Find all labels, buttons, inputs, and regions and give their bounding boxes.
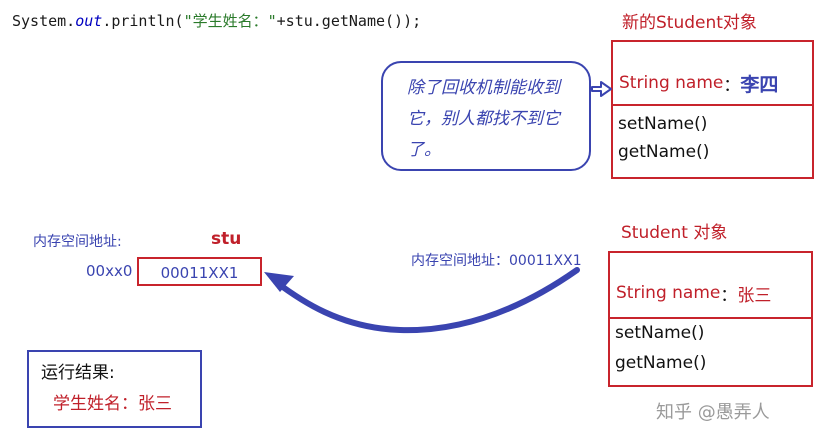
reference-arrow-head xyxy=(264,272,294,292)
new-object-field-row: String name：李四 xyxy=(613,42,812,106)
new-object-field-value: 李四 xyxy=(740,73,779,96)
old-object-title: Student 对象 xyxy=(621,223,728,243)
old-object-field-value: 张三 xyxy=(737,285,772,306)
note-line-2: 它，别人都找不到它 xyxy=(407,109,560,129)
new-object-field-label: String name xyxy=(619,73,724,93)
note-line-3: 了。 xyxy=(407,140,441,160)
code-string-literal: "学生姓名：" xyxy=(183,12,277,30)
code-suffix: +stu.getName()); xyxy=(276,12,422,30)
old-student-object: String name：张三 setName() getName() xyxy=(608,251,813,387)
old-object-method-get: getName() xyxy=(615,353,707,373)
run-result-header: 运行结果: xyxy=(41,363,115,383)
note-line-1: 除了回收机制能收到 xyxy=(407,78,560,98)
run-result-box: 运行结果: 学生姓名：张三 xyxy=(27,350,202,428)
new-object-title: 新的Student对象 xyxy=(622,13,757,33)
reference-arrow-curve xyxy=(273,267,580,334)
bubble-pointer-arrow xyxy=(591,81,612,97)
new-object-method-set: setName() xyxy=(618,114,708,134)
old-object-field-row: String name：张三 xyxy=(610,253,811,319)
code-line: System.out.println("学生姓名："+stu.getName()… xyxy=(12,10,421,31)
new-object-method-get: getName() xyxy=(618,142,710,162)
new-student-object: String name：李四 setName() getName() xyxy=(611,40,814,179)
old-object-field-colon: ： xyxy=(720,285,738,306)
stack-address: 00xx0 xyxy=(86,262,133,280)
new-object-field-colon: ： xyxy=(723,75,741,96)
note-bubble: 除了回收机制能收到 它，别人都找不到它 了。 xyxy=(381,61,591,171)
old-object-method-set: setName() xyxy=(615,323,705,343)
stu-value-box: 00011XX1 xyxy=(137,257,262,286)
watermark: 知乎 @愚弄人 xyxy=(656,402,770,423)
run-result-value: 学生姓名：张三 xyxy=(53,394,172,414)
code-prefix: System. xyxy=(12,12,76,30)
code-mid: .println( xyxy=(102,12,184,30)
stack-memory-label: 内存空间地址: xyxy=(33,234,122,250)
stu-variable-name: stu xyxy=(211,229,242,249)
stu-value: 00011XX1 xyxy=(160,264,239,282)
old-object-field-label: String name xyxy=(616,283,721,303)
code-out-keyword: out xyxy=(75,12,103,30)
old-object-memory-label: 内存空间地址：00011XX1 xyxy=(411,253,582,269)
